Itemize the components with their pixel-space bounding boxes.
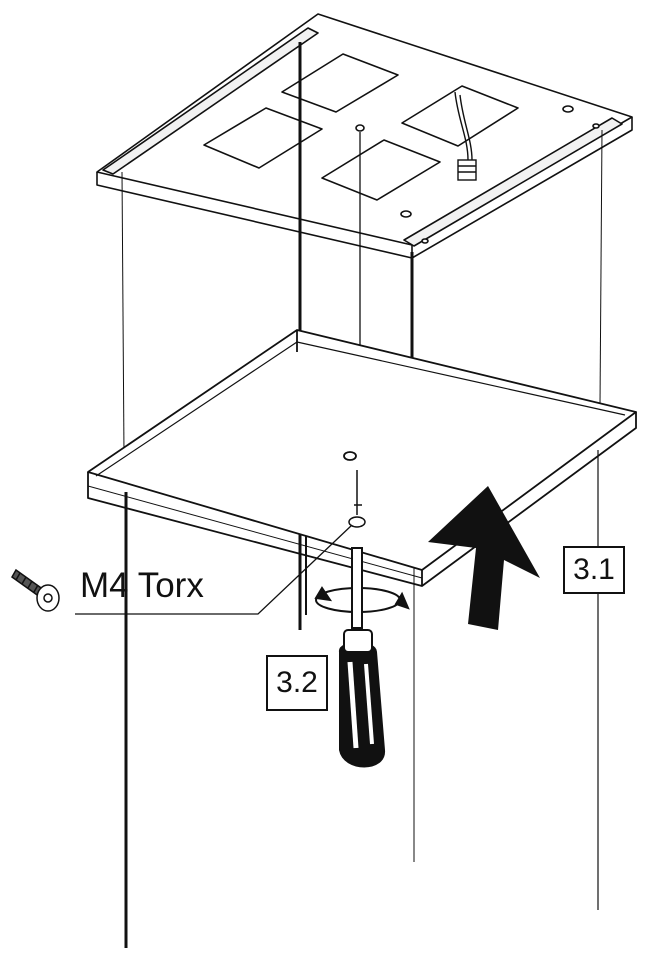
- connector-icon: [454, 91, 477, 181]
- ceiling-plate-icon: [96, 13, 633, 259]
- screwdriver-icon: [339, 547, 386, 768]
- screw-icon: [11, 568, 60, 612]
- step-label-3-2: 3.2: [266, 655, 328, 711]
- screw-axis: [348, 470, 366, 528]
- screw-label: M4 Torx: [80, 566, 204, 605]
- lift-arrow-icon: [428, 486, 540, 630]
- step-label-3-1: 3.1: [563, 546, 625, 594]
- screw-leader-line: [75, 524, 353, 615]
